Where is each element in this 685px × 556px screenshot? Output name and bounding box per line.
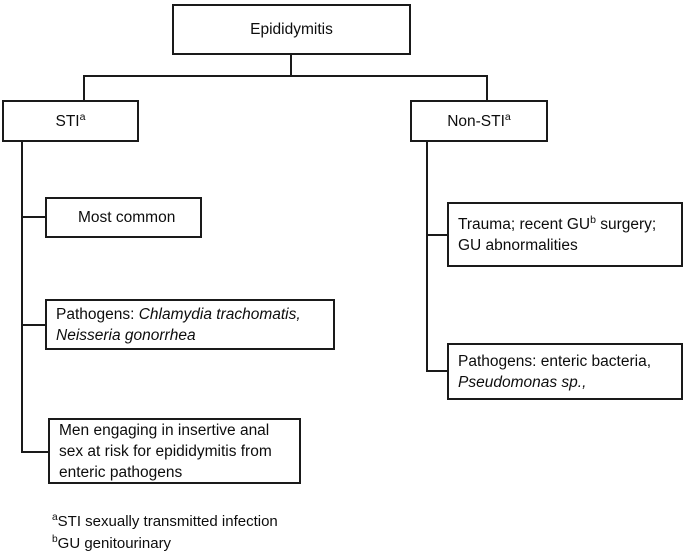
node-non-sti-pathogens-organisms: Pseudomonas sp., bbox=[458, 373, 587, 391]
node-insertive-anal-sex-risk-text: Men engaging in insertive anal sex at ri… bbox=[59, 421, 272, 481]
edge-left-branch-3 bbox=[21, 451, 49, 453]
footnote-a-marker: a bbox=[52, 512, 58, 523]
footnote-b: bGU genitourinary bbox=[52, 533, 171, 555]
node-sti-pathogens-organisms: Chlamydia trachomatis, Neisseria gonorrh… bbox=[56, 305, 301, 344]
edge-to-non-sti bbox=[486, 75, 488, 100]
edge-to-sti bbox=[83, 75, 85, 100]
node-most-common: Most common bbox=[45, 197, 202, 238]
node-epididymitis-label: Epididymitis bbox=[250, 21, 333, 38]
node-trauma-line1-pre: Trauma; recent GU bbox=[458, 215, 591, 233]
node-trauma-line1-post: surgery; bbox=[595, 215, 657, 233]
node-sti: STIa bbox=[2, 100, 139, 142]
edge-right-spine bbox=[426, 142, 428, 372]
edge-right-branch-1 bbox=[426, 234, 449, 236]
node-non-sti-superscript: a bbox=[504, 110, 511, 123]
node-most-common-text: Most common bbox=[78, 209, 176, 226]
node-sti-superscript: a bbox=[79, 110, 86, 123]
node-trauma-line1-superscript: b bbox=[590, 213, 596, 226]
node-non-sti-label: Non-STI bbox=[447, 112, 505, 130]
edge-left-branch-1 bbox=[21, 216, 46, 218]
node-non-sti: Non-STIa bbox=[410, 100, 548, 142]
node-trauma-gu-surgery: Trauma; recent GUb surgery; GU abnormalit… bbox=[447, 202, 683, 267]
footnote-a: aSTI sexually transmitted infection bbox=[52, 511, 278, 533]
footnote-a-text: STI sexually transmitted infection bbox=[57, 513, 278, 530]
node-non-sti-pathogens-prefix: Pathogens: enteric bacteria, bbox=[458, 352, 652, 370]
edge-split-bar bbox=[83, 75, 488, 77]
edge-left-spine bbox=[21, 142, 23, 453]
node-sti-pathogens: Pathogens: Chlamydia trachomatis, Neisse… bbox=[45, 299, 335, 350]
edge-left-branch-2 bbox=[21, 324, 46, 326]
footnote-b-text: GU genitourinary bbox=[57, 535, 172, 552]
edge-right-branch-2 bbox=[426, 370, 449, 372]
edge-root-stem bbox=[290, 55, 292, 76]
node-sti-label: STI bbox=[55, 112, 80, 130]
node-non-sti-pathogens: Pathogens: enteric bacteria, Pseudomonas … bbox=[447, 343, 683, 400]
node-insertive-anal-sex-risk: Men engaging in insertive anal sex at ri… bbox=[48, 418, 301, 484]
footnote-b-marker: b bbox=[52, 534, 58, 545]
node-sti-pathogens-prefix: Pathogens: bbox=[56, 305, 139, 323]
node-epididymitis: Epididymitis bbox=[172, 4, 411, 55]
node-trauma-line2: GU abnormalities bbox=[458, 236, 578, 254]
